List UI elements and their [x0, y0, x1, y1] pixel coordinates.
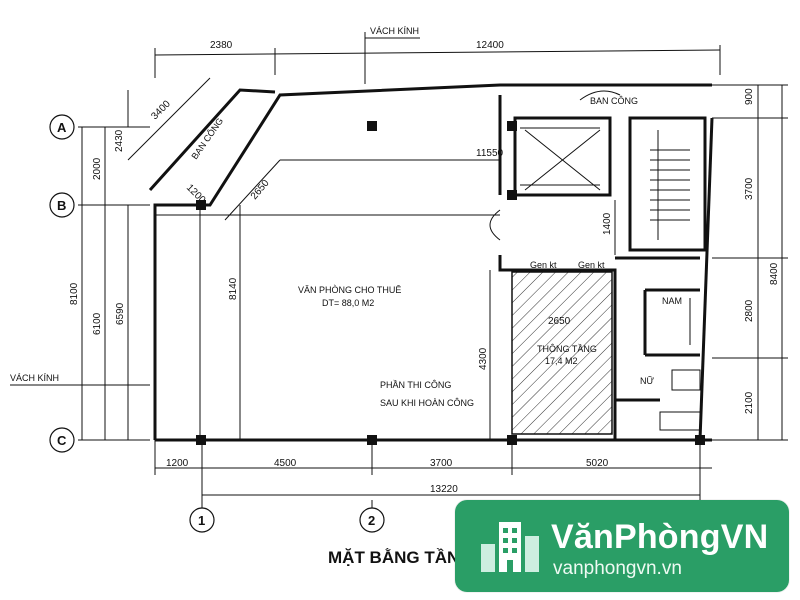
grid-bubble-b — [49, 192, 75, 218]
dimension-lines — [10, 32, 788, 512]
grid-bubble-a — [49, 114, 75, 140]
label-office-area: DT= 88,0 M2 — [322, 298, 374, 308]
dim-2100: 2100 — [744, 391, 755, 414]
dim-6590: 6590 — [115, 302, 126, 325]
elevator-icon — [524, 129, 601, 191]
dim-3700-bottom: 3700 — [430, 458, 453, 469]
dim-3700: 3700 — [744, 177, 755, 200]
label-nam: NAM — [662, 296, 682, 306]
logo-brand-name: VănPhòngVN — [551, 518, 769, 556]
grid-bubble-2 — [359, 507, 385, 533]
walls — [148, 83, 714, 442]
dim-4500: 4500 — [274, 458, 297, 469]
structural-columns — [196, 121, 705, 445]
grid-bubble-1 — [189, 507, 215, 533]
label-thong-tang-area: 17,4 M2 — [545, 356, 578, 366]
dim-4300: 4300 — [478, 347, 489, 370]
dim-6100: 6100 — [92, 312, 103, 335]
label-thong-tang: THÔNG TẦNG — [537, 344, 597, 354]
label-office: VĂN PHÒNG CHO THUÊ — [298, 285, 401, 295]
grid-label-b: B — [57, 198, 66, 213]
dim-1400: 1400 — [602, 212, 613, 235]
dim-2650-void: 2650 — [548, 316, 571, 327]
dim-2430: 2430 — [114, 129, 125, 152]
void-hatch — [511, 271, 613, 435]
dim-2380: 2380 — [210, 40, 233, 51]
dim-2800: 2800 — [744, 299, 755, 322]
drawing-title: MẶT BẰNG TẦNG — [328, 548, 472, 567]
label-phan-thi-cong: PHẦN THI CÔNG — [380, 380, 451, 390]
dim-5020: 5020 — [586, 458, 609, 469]
dim-11550: 11550 — [476, 148, 504, 159]
label-nu: NỮ — [640, 376, 654, 386]
grid-bubble-c — [49, 427, 75, 453]
dim-900: 900 — [744, 88, 755, 105]
dim-13220: 13220 — [430, 484, 458, 495]
dim-12400: 12400 — [476, 40, 504, 51]
dim-2000: 2000 — [92, 157, 103, 180]
logo-url[interactable]: vanphongvn.vn — [553, 558, 682, 579]
label-sau-khi-hoan-cong: SAU KHI HOÀN CÔNG — [380, 398, 474, 408]
label-gen-kt-1: Gen kt — [530, 260, 557, 270]
dim-8140: 8140 — [228, 277, 239, 300]
label-vach-kinh-left: VÁCH KÍNH — [10, 373, 59, 383]
grid-label-c: C — [57, 433, 67, 448]
vanphongvn-logo-banner[interactable]: VănPhòngVN vanphongvn.vn — [455, 500, 789, 592]
label-ban-cong-top: BAN CÔNG — [590, 96, 638, 106]
grid-label-2: 2 — [368, 513, 375, 528]
label-gen-kt-2: Gen kt — [578, 260, 605, 270]
grid-label-1: 1 — [198, 513, 205, 528]
dim-2650-diag: 2650 — [249, 177, 272, 201]
grid-label-a: A — [57, 120, 67, 135]
dim-1200: 1200 — [166, 458, 189, 469]
buildings-icon — [481, 522, 539, 572]
dim-8100: 8100 — [69, 282, 80, 305]
dim-8400: 8400 — [769, 262, 780, 285]
label-vach-kinh-top: VÁCH KÍNH — [370, 26, 419, 36]
